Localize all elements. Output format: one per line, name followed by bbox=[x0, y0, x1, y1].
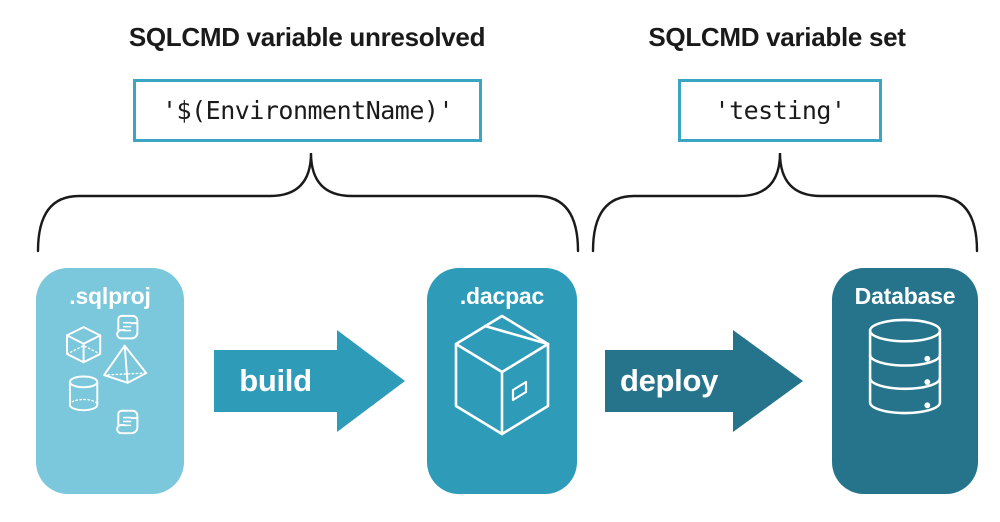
unresolved-variable-code-box: '$(EnvironmentName)' bbox=[133, 79, 482, 142]
right-heading: SQLCMD variable set bbox=[648, 22, 906, 52]
unresolved-variable-code-text: '$(EnvironmentName)' bbox=[161, 96, 454, 125]
deploy-arrow-label: deploy bbox=[619, 363, 719, 398]
stage-database: Database bbox=[832, 268, 978, 494]
set-variable-code-box: 'testing' bbox=[678, 79, 882, 142]
right-brace bbox=[591, 152, 979, 253]
deploy-arrow: deploy bbox=[605, 330, 803, 432]
sql-objects-icon bbox=[66, 314, 148, 435]
deploy-arrow-shape bbox=[605, 330, 803, 432]
pyramid-icon bbox=[103, 344, 148, 384]
stage-database-label: Database bbox=[854, 283, 956, 309]
stage-dacpac: .dacpac bbox=[427, 268, 577, 494]
build-arrow: build bbox=[214, 330, 405, 432]
database-cylinder-icon bbox=[868, 318, 942, 415]
left-heading: SQLCMD variable unresolved bbox=[128, 22, 486, 52]
stage-sqlproj-label: .sqlproj bbox=[69, 283, 151, 309]
left-brace bbox=[36, 152, 580, 253]
set-variable-code-text: 'testing' bbox=[714, 96, 846, 125]
package-box-icon bbox=[454, 314, 550, 436]
build-arrow-label: build bbox=[239, 363, 312, 398]
stage-sqlproj: .sqlproj bbox=[36, 268, 184, 494]
build-arrow-shape bbox=[214, 330, 405, 432]
cylinder-icon bbox=[68, 375, 99, 412]
cube-icon bbox=[66, 326, 102, 364]
stage-dacpac-label: .dacpac bbox=[459, 283, 545, 309]
